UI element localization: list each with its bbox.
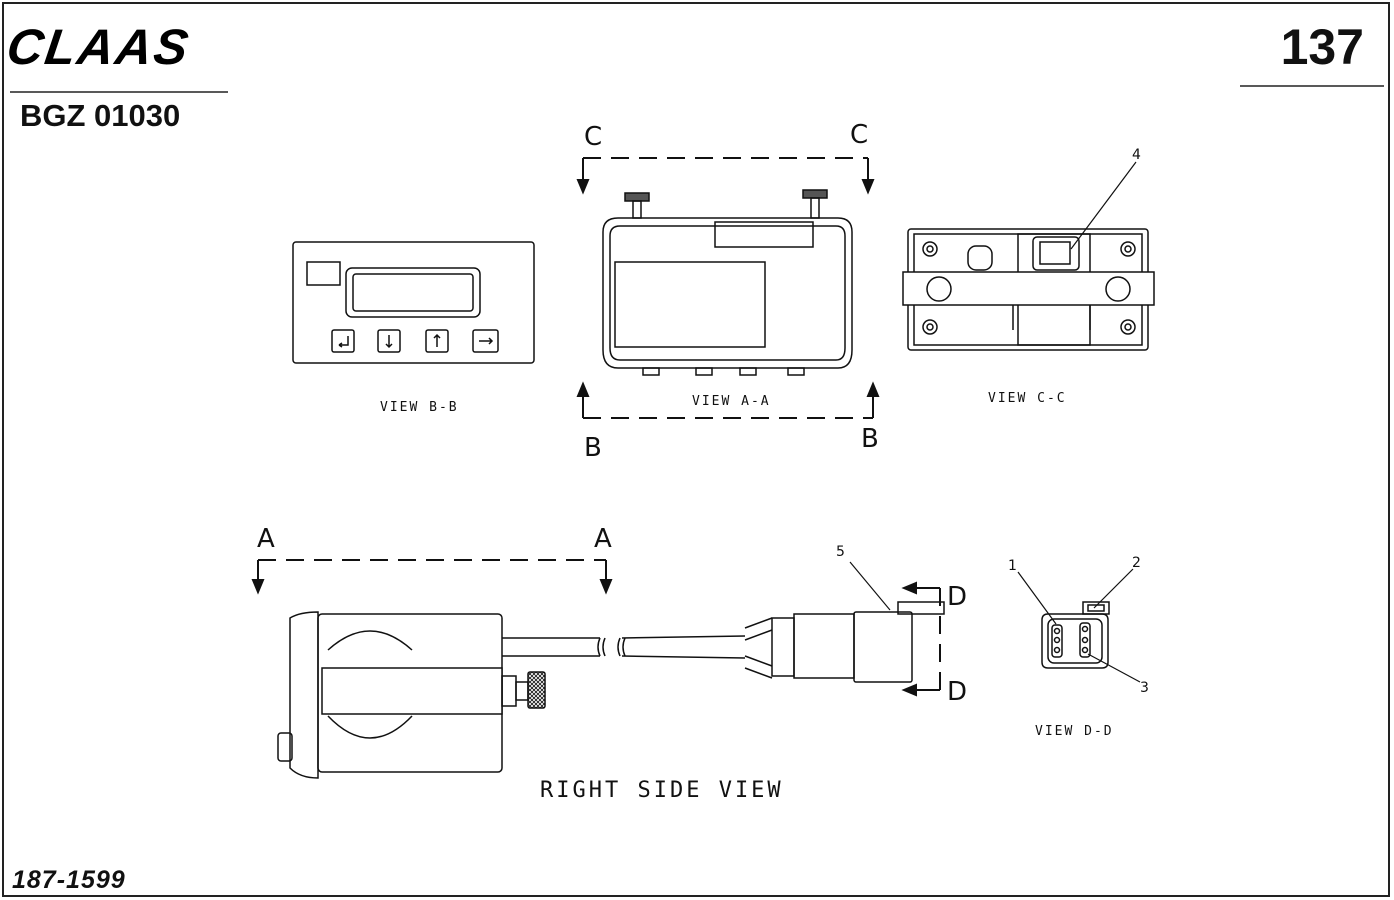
part-number: 187-1599 [12,866,126,894]
right-side-view-label: RIGHT SIDE VIEW [540,778,784,803]
document-code: BGZ 01030 [20,98,181,133]
page-number: 137 [1280,19,1364,75]
view-cc-rear [902,228,1155,351]
view-cc-label: VIEW C-C [988,391,1067,406]
section-line-bb [576,381,880,419]
callout-4-number: 4 [1132,147,1141,163]
callout-1-leader [1017,571,1057,625]
view-dd-connector-face [1041,601,1110,669]
section-a-left-label: A [257,524,275,554]
section-a-right-label: A [594,524,612,554]
callout-4-leader [1070,161,1137,250]
section-c-left-label: C [584,122,602,152]
section-b-left-label: B [584,433,602,463]
view-bb-display-front [292,241,535,364]
section-b-right-label: B [861,424,879,454]
section-line-aa [251,559,613,595]
section-line-cc [576,157,875,195]
callout-3-number: 3 [1140,680,1149,696]
callout-2-number: 2 [1132,555,1141,571]
callout-5-leader [849,561,891,611]
right-side-view-unit [277,601,945,779]
view-dd-label: VIEW D-D [1035,724,1114,739]
section-c-right-label: C [850,120,868,150]
callout-2-leader [1093,568,1134,609]
section-line-dd [901,581,941,697]
view-aa-label: VIEW A-A [692,394,771,409]
callout-5-number: 5 [836,544,845,560]
section-d-top-label: D [947,582,967,612]
brand-logo: CLAAS [3,19,193,75]
view-bb-label: VIEW B-B [380,400,459,415]
callout-1-number: 1 [1008,558,1017,574]
section-d-bottom-label: D [947,677,967,707]
callout-3-leader [1087,653,1141,683]
view-aa-housing [602,189,853,376]
